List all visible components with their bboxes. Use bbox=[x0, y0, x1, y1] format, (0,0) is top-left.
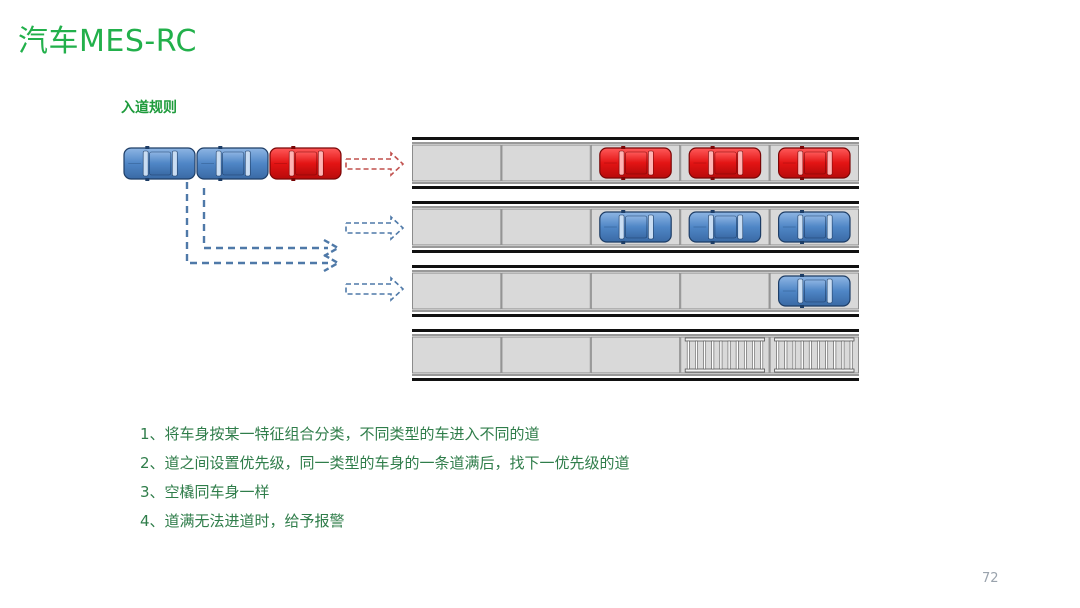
lane-cell bbox=[680, 272, 770, 310]
lane-cell bbox=[501, 272, 591, 310]
red-car-icon bbox=[688, 146, 762, 180]
section-title: 入道规则 bbox=[121, 100, 177, 116]
empty-skid-icon bbox=[684, 337, 766, 373]
blue-car-icon bbox=[599, 210, 672, 244]
blue-car-icon bbox=[777, 210, 851, 244]
bent-dashed-arrow-icon bbox=[202, 188, 341, 258]
lane-cell bbox=[769, 336, 859, 374]
lane-cell bbox=[412, 208, 502, 246]
rule-item: 3、空橇同车身一样 bbox=[140, 483, 270, 501]
lane-cell bbox=[412, 272, 502, 310]
blue-dashed-arrow-icon bbox=[345, 215, 405, 241]
blue-car-icon bbox=[123, 146, 196, 181]
lane-4 bbox=[412, 329, 859, 381]
blue-dashed-arrow-icon bbox=[345, 276, 405, 302]
lane-cell bbox=[501, 208, 591, 246]
empty-skid-icon bbox=[774, 337, 855, 373]
rules-list: 1、将车身按某一特征组合分类，不同类型的车进入不同的道 2、道之间设置优先级，同… bbox=[140, 420, 630, 536]
blue-car-icon bbox=[688, 210, 762, 244]
red-car-icon bbox=[777, 146, 851, 180]
blue-car-icon bbox=[196, 146, 269, 181]
red-dashed-arrow-icon bbox=[345, 151, 405, 177]
lane-cell bbox=[590, 272, 681, 310]
lane-3 bbox=[412, 265, 859, 317]
rule-item: 2、道之间设置优先级，同一类型的车身的一条道满后，找下一优先级的道 bbox=[140, 454, 630, 472]
lane-cell bbox=[412, 336, 502, 374]
lane-cell bbox=[501, 144, 591, 182]
lane-cell bbox=[501, 336, 591, 374]
lane-2 bbox=[412, 201, 859, 253]
lane-1 bbox=[412, 137, 859, 189]
page-number: 72 bbox=[982, 571, 999, 586]
lane-cell bbox=[590, 336, 681, 374]
blue-car-icon bbox=[777, 274, 851, 308]
red-car-icon bbox=[269, 146, 342, 181]
rule-item: 4、道满无法进道时，给予报警 bbox=[140, 512, 345, 530]
bent-dashed-arrow-icon bbox=[185, 182, 341, 273]
lane-cell bbox=[680, 336, 770, 374]
red-car-icon bbox=[599, 146, 672, 180]
lane-cell bbox=[412, 144, 502, 182]
rule-item: 1、将车身按某一特征组合分类，不同类型的车进入不同的道 bbox=[140, 425, 540, 443]
slide-title: 汽车MES-RC bbox=[18, 24, 198, 59]
